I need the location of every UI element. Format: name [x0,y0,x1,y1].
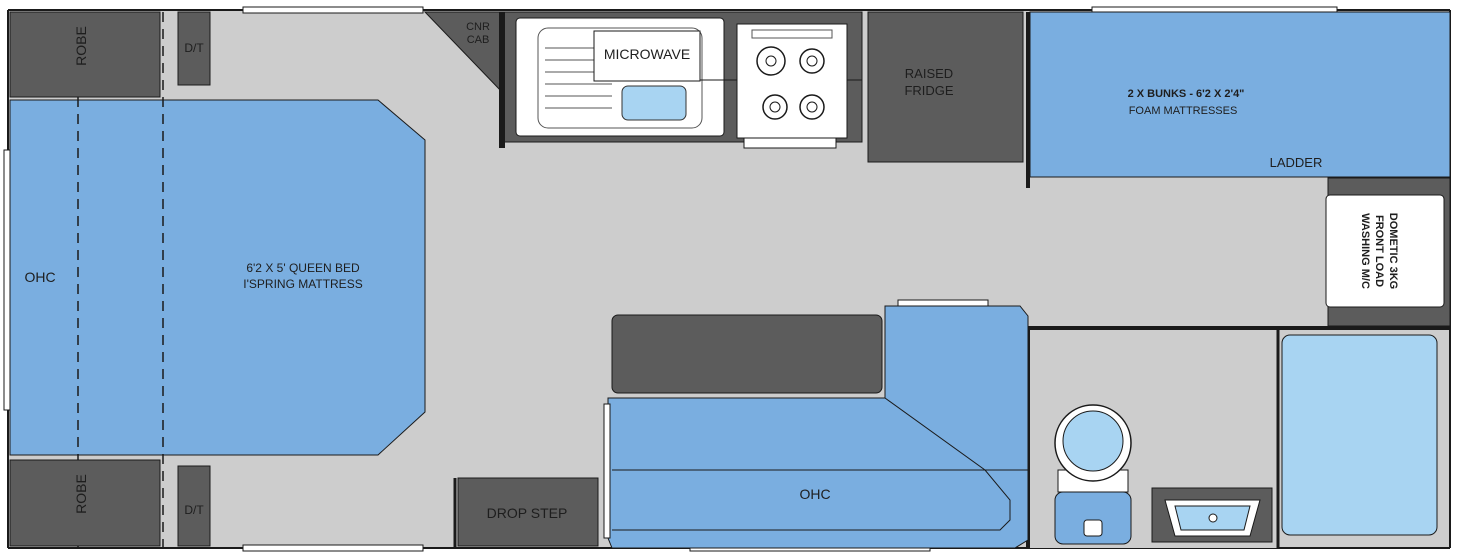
microwave [593,30,701,82]
ohc-dashed-lines [77,12,164,548]
dt-top-label: D/T [184,41,204,55]
raised-fridge [867,11,1024,163]
bunks-label-line2: FOAM MATTRESSES [1129,105,1238,117]
bunks-label-line1: 2 X BUNKS - 6'2 X 2'4" [1128,88,1245,100]
ohc-lounge [607,305,1029,549]
ohc-lounge-label: OHC [799,486,830,502]
washer-label-line1: DOMETIC 3KG [1387,213,1399,289]
robe-top-label: ROBE [73,26,89,66]
microwave-label: MICROWAVE [604,46,690,62]
queen-bed-label-line2: I'SPRING MATTRESS [243,277,362,291]
cooktop-panel [751,29,833,39]
sink-basin [621,85,687,121]
queen-bed [9,99,426,456]
cooktop [736,23,848,139]
toilet [1054,404,1132,545]
fridge-label-line1: RAISED [905,66,953,81]
dt-top [177,11,211,86]
ohc-left-label: OHC [24,269,55,285]
burners [756,46,825,120]
cnr-cab-label-line2: CAB [467,34,490,46]
shower-tray [1281,334,1438,536]
drop-step-label: DROP STEP [487,505,568,521]
robe-top [9,11,161,98]
lounge-corner-line [612,397,1011,531]
washer-label-line2: FRONT LOAD [1373,215,1385,287]
washing-machine [1325,194,1445,308]
queen-bed-label-line1: 6'2 X 5' QUEEN BED [246,261,360,275]
lounge-window [897,299,989,307]
dinette-table [611,314,883,394]
fridge-label-line2: FRIDGE [904,83,953,98]
washer-label-line3: WASHING M/C [1359,213,1371,289]
bunk-beds [1029,11,1451,178]
lounge-side-window [603,403,611,539]
dt-bottom [177,465,211,547]
robe-bottom-label: ROBE [73,474,89,514]
robe-bottom [9,459,161,547]
oven-handle [743,137,837,149]
dt-bottom-label: D/T [184,503,204,517]
drop-step [457,477,599,547]
vanity-basin [1151,487,1273,543]
cnr-cab-label-line1: CNR [466,21,490,33]
ladder-label: LADDER [1270,155,1323,170]
